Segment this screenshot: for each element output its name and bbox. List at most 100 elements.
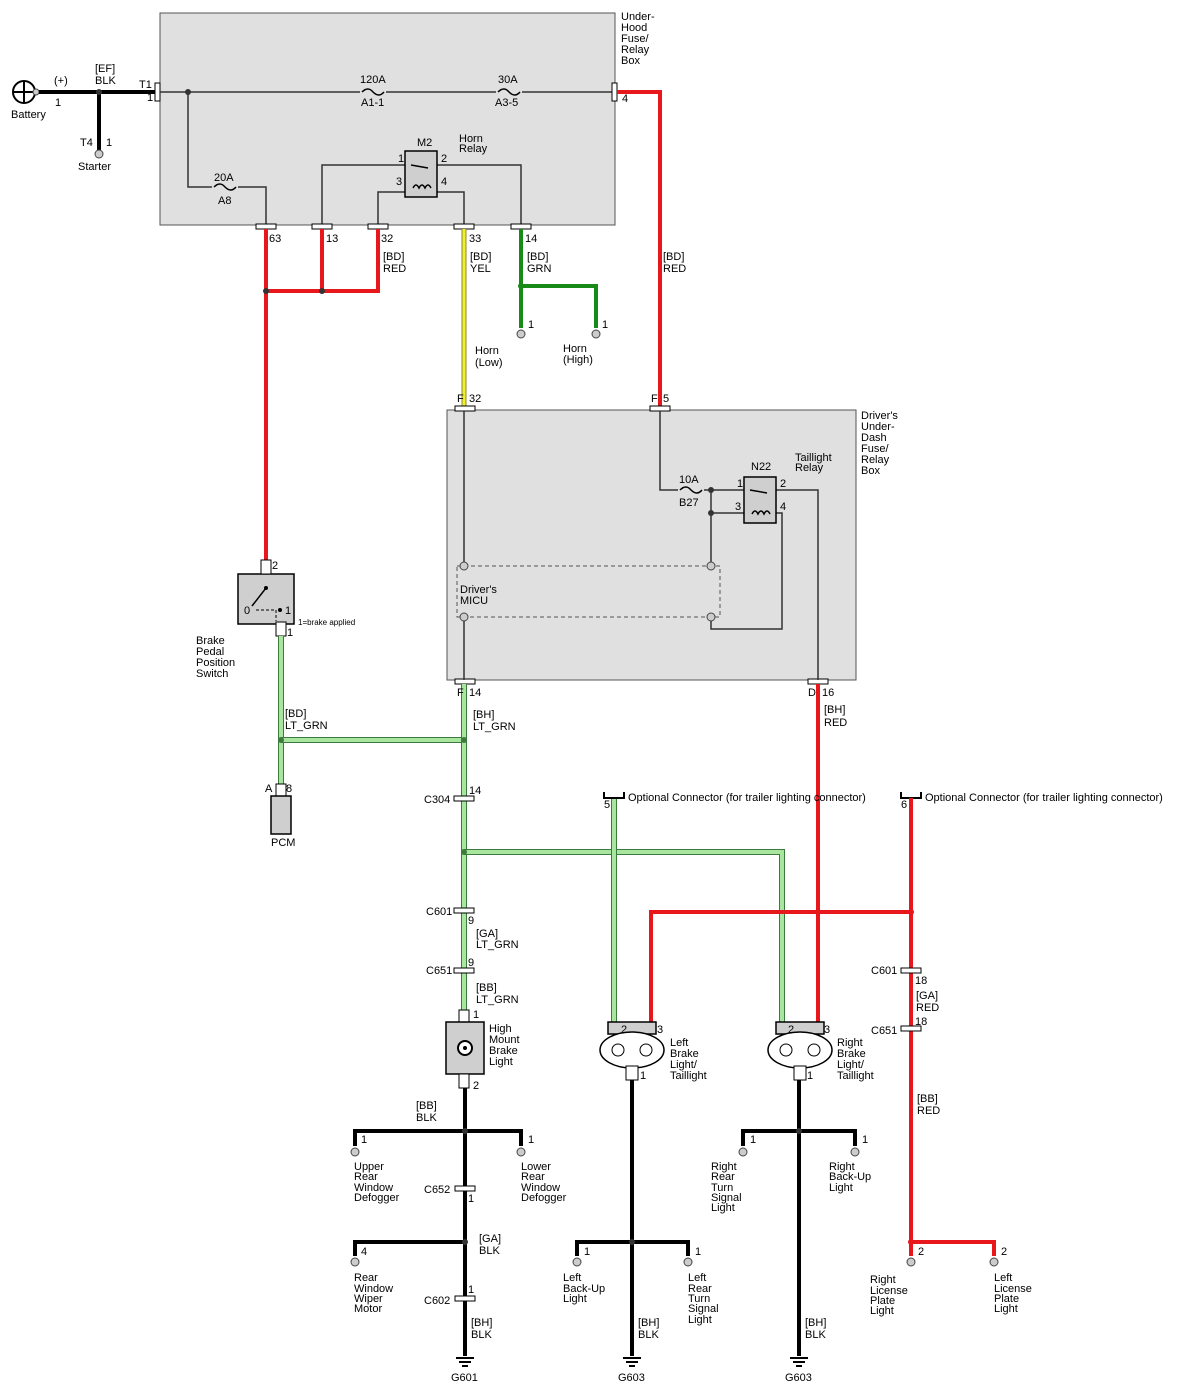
optional-connector-a: Optional Connector (for trailer lighting… <box>628 792 866 804</box>
svg-text:1: 1 <box>750 1134 756 1146</box>
svg-text:2: 2 <box>918 1246 924 1258</box>
svg-text:(+): (+) <box>54 75 68 87</box>
svg-text:A1-1: A1-1 <box>361 97 384 109</box>
svg-text:33: 33 <box>469 233 481 245</box>
svg-text:Right: Right <box>711 1161 737 1173</box>
svg-text:LT_GRN: LT_GRN <box>476 939 519 951</box>
optional-connector-b: Optional Connector (for trailer lighting… <box>925 792 1163 804</box>
uh-box-title: Under- Hood Fuse/ Relay Box <box>621 11 655 67</box>
svg-text:Light: Light <box>994 1303 1018 1315</box>
horn-high-terminal <box>591 329 601 339</box>
svg-text:Rear: Rear <box>521 1171 545 1183</box>
svg-text:[BH]: [BH] <box>638 1317 659 1329</box>
svg-text:[BB]: [BB] <box>416 1100 437 1112</box>
svg-text:[BH]: [BH] <box>473 709 494 721</box>
horn-relay-icon <box>404 150 438 198</box>
brake-switch-label: Brake Pedal Position Switch <box>196 635 235 680</box>
svg-text:Rear: Rear <box>688 1283 712 1295</box>
right-brake-light-label: Right Brake Light/ Taillight <box>837 1037 874 1082</box>
svg-text:[BD]: [BD] <box>527 251 548 263</box>
svg-text:Rear: Rear <box>711 1171 735 1183</box>
svg-text:120A: 120A <box>360 74 386 86</box>
svg-text:Under-: Under- <box>621 11 655 23</box>
svg-text:1: 1 <box>468 1284 474 1296</box>
svg-text:[BB]: [BB] <box>476 982 497 994</box>
svg-text:1: 1 <box>361 1134 367 1146</box>
svg-text:Motor: Motor <box>354 1303 382 1315</box>
svg-text:2: 2 <box>1001 1246 1007 1258</box>
svg-text:F: F <box>457 687 464 699</box>
right-backup-light-label: Right Back-Up Light <box>829 1161 871 1194</box>
starter-label: Starter <box>78 161 111 173</box>
svg-text:Brake: Brake <box>196 635 225 647</box>
svg-text:LT_GRN: LT_GRN <box>476 994 519 1006</box>
left-license-plate-light-label: Left License Plate Light <box>994 1272 1032 1315</box>
lower-rear-window-defogger-label: Lower Rear Window Defogger <box>521 1161 567 1204</box>
svg-text:BLK: BLK <box>471 1329 492 1341</box>
svg-text:1: 1 <box>147 92 153 104</box>
svg-text:2: 2 <box>780 478 786 490</box>
svg-text:Window: Window <box>521 1182 560 1194</box>
svg-text:Back-Up: Back-Up <box>829 1171 871 1183</box>
left-rear-turn-signal-label: Left Rear Turn Signal Light <box>688 1272 719 1326</box>
svg-text:Light: Light <box>870 1305 894 1317</box>
svg-text:C601: C601 <box>871 965 897 977</box>
svg-text:Left: Left <box>994 1272 1012 1284</box>
svg-text:5: 5 <box>663 393 669 405</box>
svg-text:C652: C652 <box>424 1184 450 1196</box>
svg-text:4: 4 <box>441 176 447 188</box>
taillight-relay-icon <box>743 476 777 524</box>
svg-text:Right: Right <box>870 1274 896 1286</box>
svg-text:Fuse/: Fuse/ <box>861 443 889 455</box>
svg-text:Brake: Brake <box>670 1048 699 1060</box>
starter-terminal <box>94 149 104 159</box>
svg-text:[GA]: [GA] <box>916 990 938 1002</box>
svg-text:License: License <box>994 1283 1032 1295</box>
svg-text:Rear: Rear <box>354 1171 378 1183</box>
svg-text:BLK: BLK <box>638 1329 659 1341</box>
svg-text:Switch: Switch <box>196 668 228 680</box>
upper-rear-window-defogger-label: Upper Rear Window Defogger <box>354 1161 400 1204</box>
svg-text:Defogger: Defogger <box>354 1192 400 1204</box>
svg-text:License: License <box>870 1285 908 1297</box>
svg-text:2: 2 <box>621 1024 627 1036</box>
ground-g601-icon <box>456 1357 474 1367</box>
svg-text:1: 1 <box>584 1246 590 1258</box>
svg-text:4: 4 <box>361 1246 367 1258</box>
svg-text:Relay: Relay <box>459 143 488 155</box>
svg-text:T4: T4 <box>80 137 93 149</box>
svg-text:F: F <box>457 393 464 405</box>
svg-text:Left: Left <box>688 1272 706 1284</box>
right-license-plate-light-label: Right License Plate Light <box>870 1274 908 1317</box>
svg-text:RED: RED <box>824 717 847 729</box>
svg-text:C304: C304 <box>424 794 450 806</box>
pcm-label: PCM <box>271 837 295 849</box>
svg-text:30A: 30A <box>498 74 518 86</box>
svg-text:N22: N22 <box>751 461 771 473</box>
micu-outline <box>456 565 721 618</box>
svg-text:1: 1 <box>398 153 404 165</box>
svg-text:Taillight: Taillight <box>795 452 832 464</box>
wire-bd-red-4 <box>617 90 662 406</box>
svg-text:RED: RED <box>663 263 686 275</box>
svg-text:B27: B27 <box>679 497 699 509</box>
svg-text:8: 8 <box>286 783 292 795</box>
svg-text:F: F <box>651 393 658 405</box>
svg-text:Upper: Upper <box>354 1161 384 1173</box>
svg-text:14: 14 <box>469 687 481 699</box>
svg-text:Brake: Brake <box>837 1048 866 1060</box>
brake-pedal-switch-icon <box>237 573 295 625</box>
svg-text:C651: C651 <box>426 965 452 977</box>
svg-text:4: 4 <box>780 501 786 513</box>
svg-text:RED: RED <box>917 1105 940 1117</box>
svg-text:Relay: Relay <box>861 454 890 466</box>
svg-text:1: 1 <box>287 627 293 639</box>
svg-text:Box: Box <box>621 55 640 67</box>
svg-text:16: 16 <box>822 687 834 699</box>
svg-text:YEL: YEL <box>470 263 491 275</box>
svg-text:Left: Left <box>670 1037 688 1049</box>
svg-text:Under-: Under- <box>861 421 895 433</box>
svg-text:3: 3 <box>657 1024 663 1036</box>
svg-text:[GA]: [GA] <box>479 1233 501 1245</box>
svg-text:Right: Right <box>829 1161 855 1173</box>
